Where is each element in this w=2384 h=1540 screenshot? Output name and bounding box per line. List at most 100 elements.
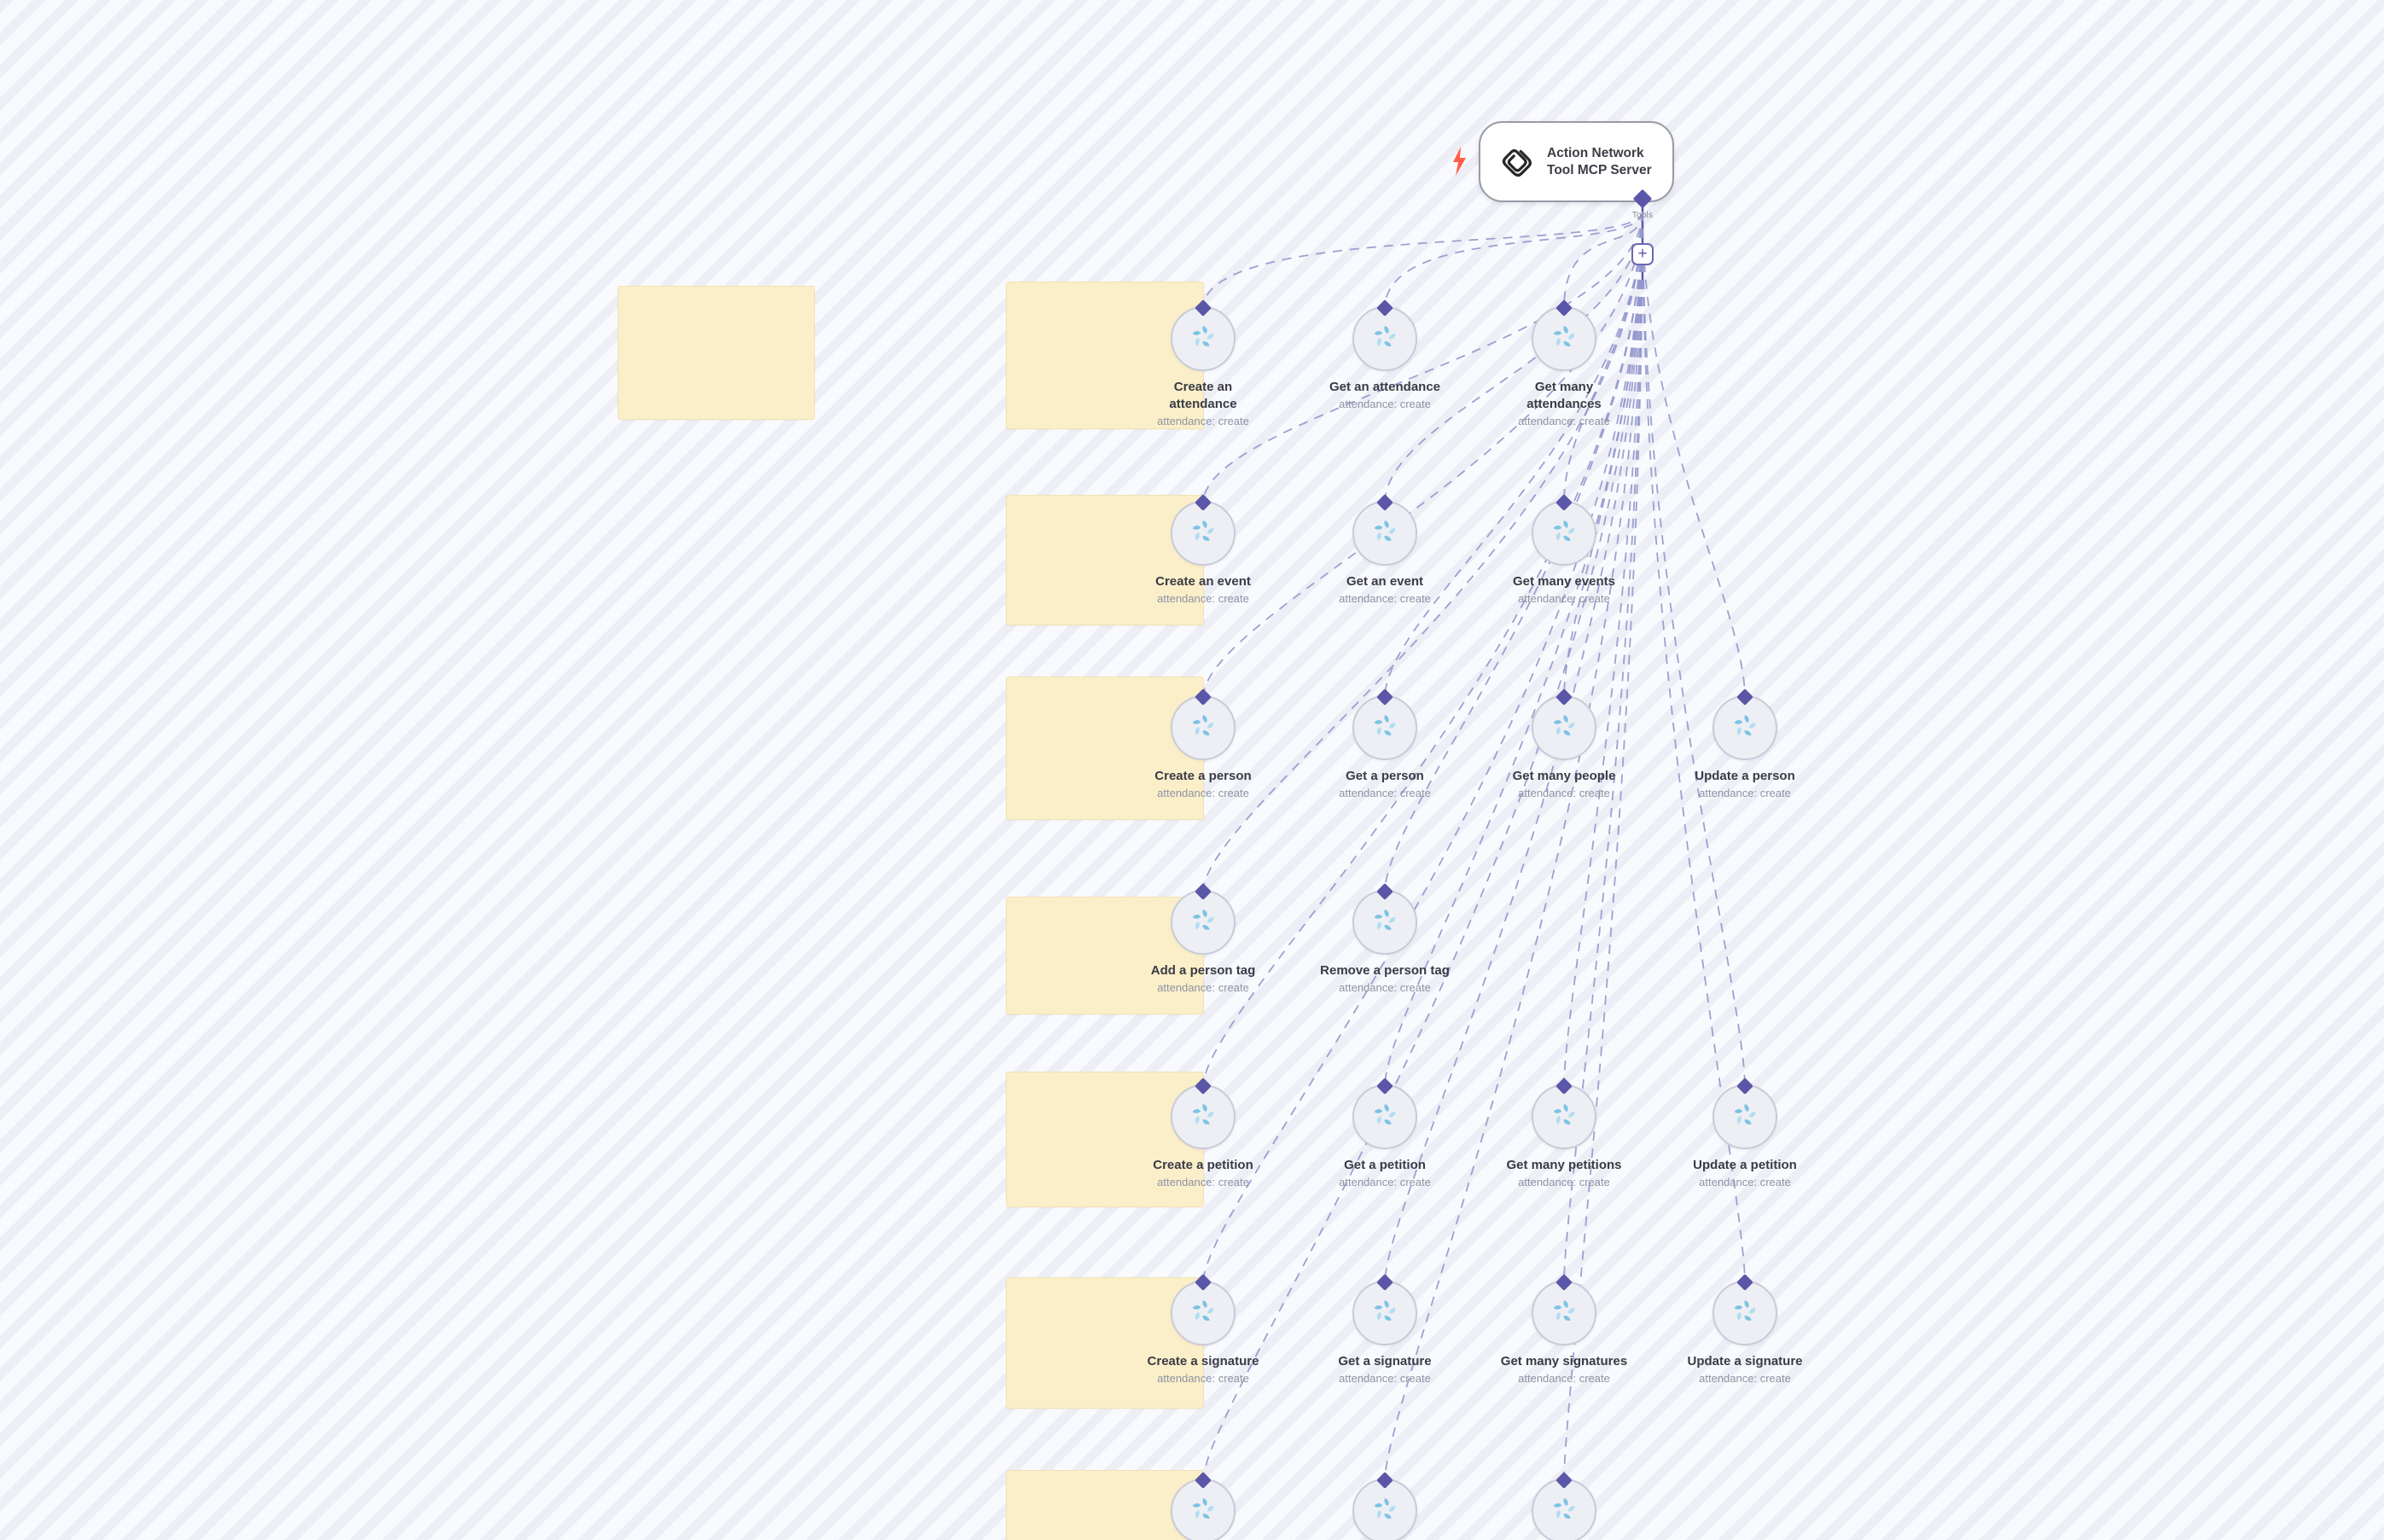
action-network-tool-icon [1370, 906, 1399, 939]
action-network-tool-icon [1370, 712, 1399, 745]
tool-node[interactable]: Get an attendance attendance: create [1291, 299, 1479, 411]
tool-node-sublabel: attendance: create [1699, 787, 1791, 799]
tool-node-circle[interactable] [1712, 1084, 1777, 1149]
tool-node[interactable]: Get many events attendance: create [1470, 494, 1658, 606]
tool-node-sublabel: attendance: create [1157, 787, 1249, 799]
tool-node-label: Update a petition [1693, 1158, 1797, 1172]
tool-node-sublabel: attendance: create [1699, 1372, 1791, 1385]
tool-node[interactable]: Get many attendances attendance: create [1470, 299, 1658, 428]
tool-node-sublabel: attendance: create [1157, 1372, 1249, 1385]
tool-node[interactable]: Get many people attendance: create [1470, 689, 1658, 800]
tool-node[interactable]: Remove a person tag attendance: create [1291, 883, 1479, 995]
tool-node-label: Get many petitions [1506, 1158, 1622, 1172]
tool-node[interactable]: Get a person attendance: create [1291, 689, 1479, 800]
tool-node-circle[interactable] [1352, 1281, 1417, 1345]
tool-node-circle[interactable] [1171, 890, 1236, 955]
tool-node-label: Update a signature [1687, 1354, 1803, 1369]
tool-node[interactable]: Get an event attendance: create [1291, 494, 1479, 606]
tool-node[interactable]: Create an event attendance: create [1109, 494, 1297, 606]
tool-node[interactable]: Create an attendance attendance: create [1109, 299, 1297, 428]
tool-node-circle[interactable] [1171, 695, 1236, 760]
tool-node-circle[interactable] [1712, 695, 1777, 760]
tool-node-sublabel: attendance: create [1339, 787, 1431, 799]
tool-node[interactable] [1291, 1472, 1479, 1540]
tool-node[interactable]: Get a petition attendance: create [1291, 1078, 1479, 1189]
tool-node[interactable]: Create a signature attendance: create [1109, 1274, 1297, 1386]
action-network-tool-icon [1730, 1297, 1759, 1330]
tool-node-sublabel: attendance: create [1518, 592, 1610, 605]
sticky-note[interactable] [618, 286, 815, 420]
tool-node-sublabel: attendance: create [1339, 398, 1431, 410]
tool-node-label: Create an attendance [1169, 380, 1237, 411]
tool-node-sublabel: attendance: create [1157, 415, 1249, 427]
action-network-tool-icon [1370, 1495, 1399, 1528]
tool-node-sublabel: attendance: create [1699, 1176, 1791, 1188]
mcp-server-node[interactable]: Action Network Tool MCP Server [1479, 121, 1674, 202]
action-network-tool-icon [1550, 323, 1579, 356]
lightning-bolt-icon [1451, 147, 1468, 180]
action-network-tool-icon [1189, 1297, 1218, 1330]
tool-node-circle[interactable] [1712, 1281, 1777, 1345]
tool-node[interactable]: Update a person attendance: create [1651, 689, 1839, 800]
tool-node-sublabel: attendance: create [1339, 981, 1431, 994]
action-network-tool-icon [1370, 1101, 1399, 1134]
tool-node-circle[interactable] [1532, 501, 1596, 566]
tool-node-circle[interactable] [1532, 1084, 1596, 1149]
tool-node-circle[interactable] [1171, 1084, 1236, 1149]
tools-output-label: Tools [1631, 211, 1654, 220]
sticky-note[interactable] [1006, 677, 1204, 820]
tool-node[interactable]: Get a signature attendance: create [1291, 1274, 1479, 1386]
tool-node[interactable]: Create a petition attendance: create [1109, 1078, 1297, 1189]
action-network-logo-icon [1501, 146, 1533, 178]
tool-node-sublabel: attendance: create [1157, 592, 1249, 605]
tool-node-sublabel: attendance: create [1339, 1176, 1431, 1188]
tool-node-label: Add a person tag [1150, 963, 1256, 978]
tool-node-circle[interactable] [1352, 501, 1417, 566]
tool-node-label: Remove a person tag [1320, 963, 1450, 978]
action-network-tool-icon [1189, 517, 1218, 550]
tool-node-label: Create an event [1155, 574, 1251, 589]
tool-node-sublabel: attendance: create [1157, 981, 1249, 994]
sticky-note[interactable] [1006, 282, 1204, 429]
tool-node[interactable]: Update a signature attendance: create [1651, 1274, 1839, 1386]
action-network-tool-icon [1189, 1101, 1218, 1134]
tool-node-sublabel: attendance: create [1339, 592, 1431, 605]
tool-node-label: Create a person [1154, 769, 1252, 783]
tool-node[interactable]: Get many signatures attendance: create [1470, 1274, 1658, 1386]
tool-node-label: Create a petition [1153, 1158, 1253, 1172]
tool-node-sublabel: attendance: create [1518, 1372, 1610, 1385]
tool-node[interactable]: Get many petitions attendance: create [1470, 1078, 1658, 1189]
action-network-tool-icon [1370, 1297, 1399, 1330]
tool-node-label: Get many attendances [1526, 380, 1602, 411]
sticky-note[interactable] [1006, 1072, 1204, 1207]
tool-node-circle[interactable] [1352, 890, 1417, 955]
action-network-tool-icon [1189, 712, 1218, 745]
action-network-tool-icon [1370, 517, 1399, 550]
tool-node-label: Get an event [1346, 574, 1424, 589]
tool-node-sublabel: attendance: create [1518, 1176, 1610, 1188]
tool-node[interactable]: Update a petition attendance: create [1651, 1078, 1839, 1189]
tool-node-circle[interactable] [1352, 306, 1417, 371]
tool-node-label: Get many people [1512, 769, 1616, 783]
action-network-tool-icon [1189, 1495, 1218, 1528]
tool-node-label: Get a petition [1344, 1158, 1426, 1172]
action-network-tool-icon [1370, 323, 1399, 356]
tool-node[interactable] [1470, 1472, 1658, 1540]
mcp-server-title: Action Network Tool MCP Server [1547, 145, 1652, 177]
tool-node-sublabel: attendance: create [1518, 415, 1610, 427]
action-network-tool-icon [1550, 1297, 1579, 1330]
tool-node[interactable] [1109, 1472, 1297, 1540]
tool-node-label: Get a person [1346, 769, 1424, 783]
tool-node-circle[interactable] [1171, 306, 1236, 371]
tool-node-sublabel: attendance: create [1157, 1176, 1249, 1188]
action-network-tool-icon [1189, 906, 1218, 939]
tool-node[interactable]: Add a person tag attendance: create [1109, 883, 1297, 995]
tool-node[interactable]: Create a person attendance: create [1109, 689, 1297, 800]
add-tool-plus-button[interactable]: + [1631, 243, 1654, 265]
action-network-tool-icon [1550, 1101, 1579, 1134]
tool-node-circle[interactable] [1532, 1479, 1596, 1540]
tool-node-circle[interactable] [1352, 1084, 1417, 1149]
sticky-note[interactable] [1006, 495, 1204, 625]
tool-node-circle[interactable] [1532, 695, 1596, 760]
